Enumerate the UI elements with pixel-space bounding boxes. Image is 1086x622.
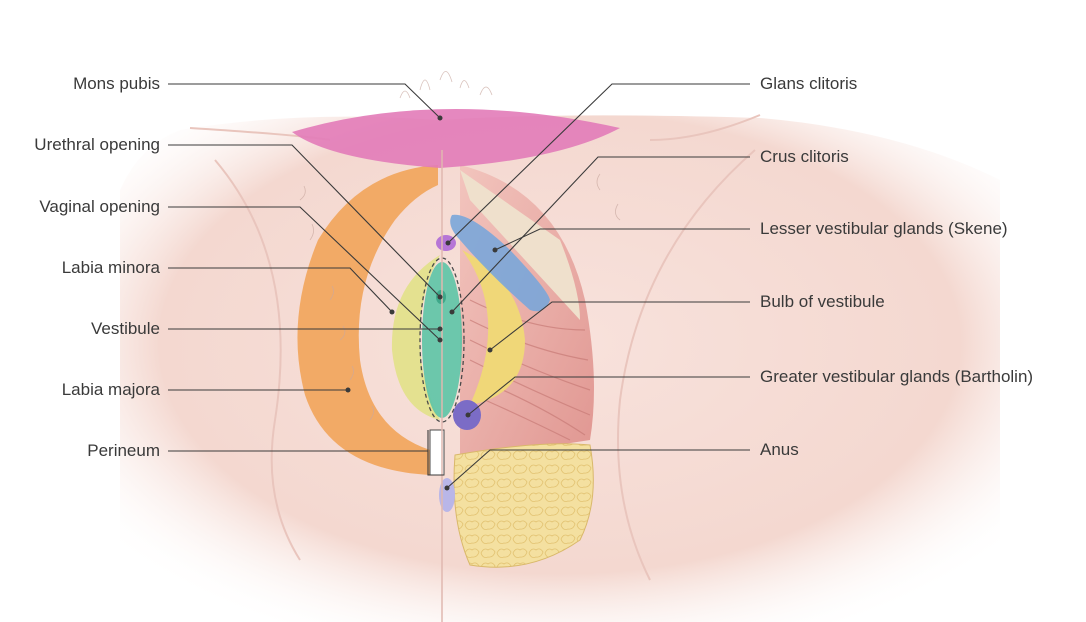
leader-skene (494, 228, 750, 251)
label-labia-majora: Labia majora (61, 380, 160, 399)
labia-minora-region (391, 255, 440, 420)
label-mons-pubis: Mons pubis (73, 74, 160, 93)
leader-dots-right (444, 240, 498, 491)
leader-bulb (489, 301, 750, 351)
leader-mons-pubis (168, 83, 441, 119)
skene-zone (460, 170, 580, 320)
leader-bartholin (467, 376, 750, 416)
bulb-of-vestibule-region (462, 250, 525, 405)
leader-glans-clitoris (447, 83, 750, 244)
label-bulb-of-vestibule: Bulb of vestibule (760, 292, 885, 311)
vestibule-outline (419, 257, 465, 423)
thigh-contour-right (617, 149, 756, 581)
leader-vaginal-opening (168, 206, 441, 341)
leader-lines-left (168, 83, 444, 476)
label-anus: Anus (760, 440, 799, 459)
ischial-fat (453, 443, 594, 568)
anus-region (439, 478, 455, 512)
mons-pubis-region (292, 108, 620, 168)
label-vaginal-opening: Vaginal opening (39, 197, 160, 216)
label-glans-clitoris: Glans clitoris (760, 74, 858, 93)
leader-perineum (168, 430, 444, 476)
leader-lines-right (446, 83, 750, 489)
leader-dots-left (345, 115, 443, 393)
crus-clitoris-region (450, 214, 550, 312)
label-crus-clitoris: Crus clitoris (760, 147, 849, 166)
labia-majora-region (297, 165, 438, 475)
leader-labia-minora (168, 267, 393, 313)
leader-anus (446, 449, 750, 489)
thigh-contour-left (214, 159, 301, 561)
label-bartholin-glands: Greater vestibular glands (Bartholin) (760, 367, 1034, 386)
label-vestibule: Vestibule (91, 319, 160, 338)
label-perineum: Perineum (87, 441, 160, 460)
leader-crus-clitoris (451, 156, 750, 313)
leader-urethral-opening (168, 144, 441, 298)
label-labia-minora: Labia minora (61, 258, 160, 277)
hair-texture (299, 71, 621, 421)
label-urethral-opening: Urethral opening (34, 135, 160, 154)
label-skene-glands: Lesser vestibular glands (Skene) (760, 219, 1008, 238)
muscle-fibers (469, 299, 591, 441)
